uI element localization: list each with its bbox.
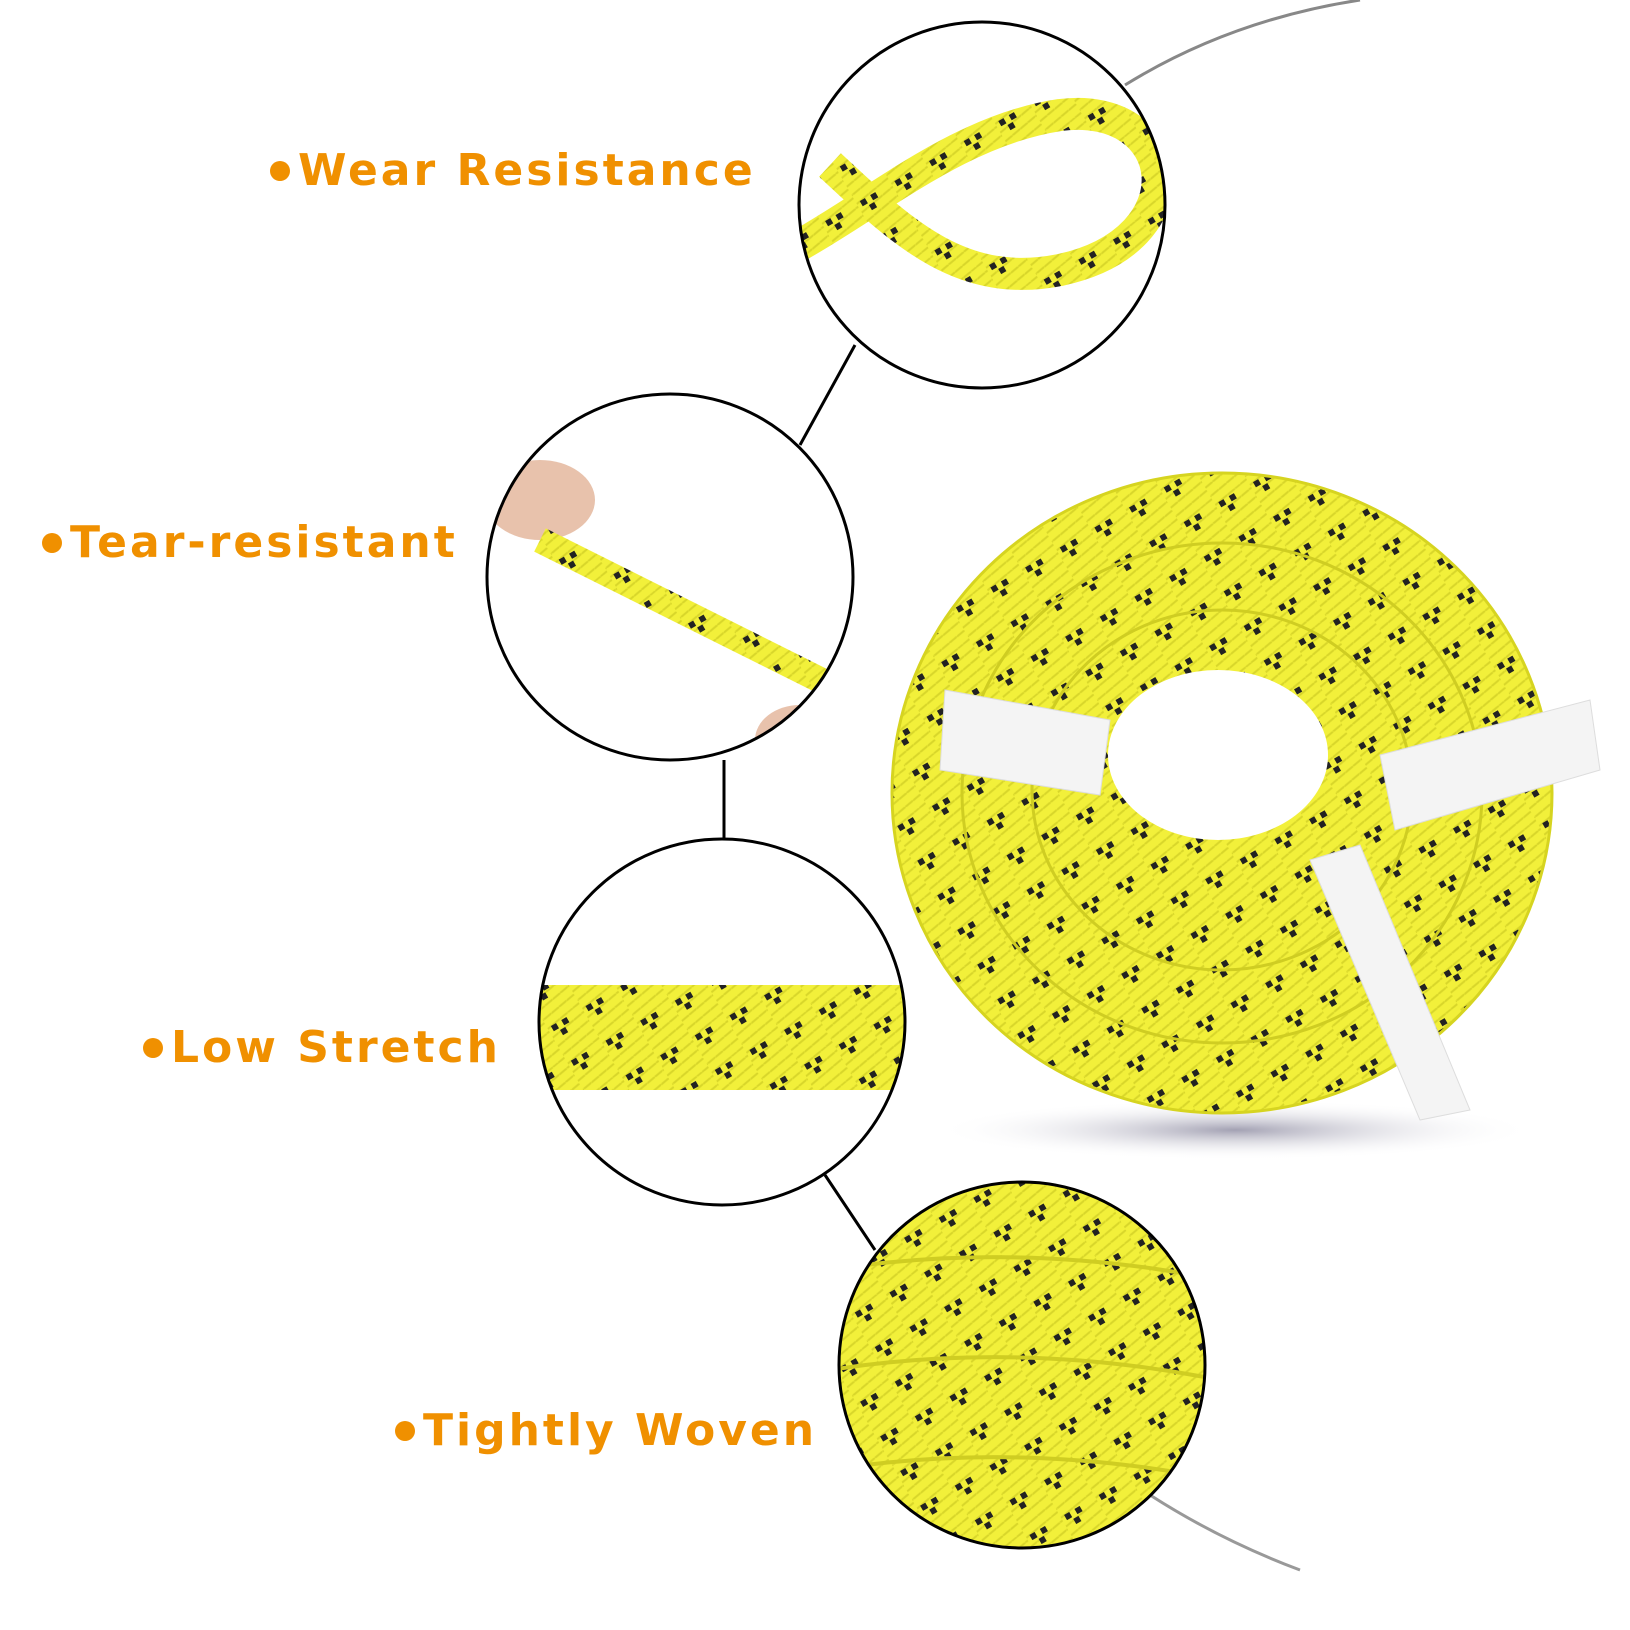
detail-low-stretch-image — [539, 839, 905, 1205]
bullet-icon — [42, 532, 62, 553]
feature-label: Wear Resistance — [298, 145, 756, 196]
feature-low-stretch: Low Stretch — [143, 1022, 501, 1073]
detail-wear-resistance-image — [800, 23, 1164, 387]
feature-label: Tightly Woven — [423, 1405, 818, 1456]
connector-line — [798, 344, 857, 446]
detail-tightly-woven-image — [839, 1182, 1205, 1548]
strap — [939, 689, 1111, 796]
strap — [1309, 844, 1471, 1121]
connector-line — [823, 1174, 877, 1251]
bullet-icon — [395, 1420, 415, 1441]
detail-tear-resistant-image — [487, 394, 853, 760]
feature-tightly-woven: Tightly Woven — [395, 1405, 817, 1456]
rope-coil — [890, 471, 1601, 1160]
strap — [1379, 699, 1601, 831]
connector-arc-bottom — [1149, 1493, 1301, 1572]
feature-label: Tear-resistant — [70, 517, 458, 568]
feature-tear-resistant: Tear-resistant — [42, 517, 458, 568]
feature-label: Low Stretch — [171, 1022, 501, 1073]
bullet-icon — [270, 160, 290, 181]
feature-wear-resistance: Wear Resistance — [270, 145, 756, 196]
bullet-icon — [143, 1037, 163, 1058]
connector-arc-top — [1124, 0, 1361, 87]
